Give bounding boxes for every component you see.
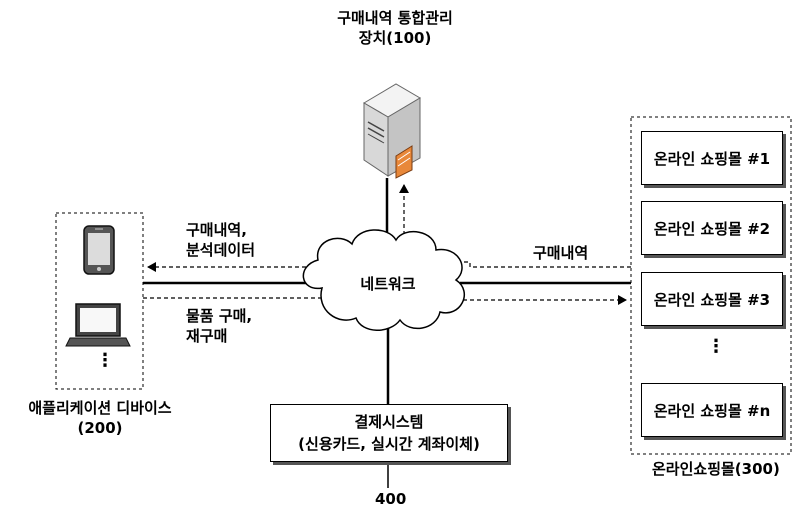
mall-box-3: 온라인 쇼핑몰 #3 <box>641 272 783 326</box>
from-device-flow-line2: 재구매 <box>186 327 228 345</box>
device-more-ellipsis: ⋮ <box>96 350 114 371</box>
from-device-flow-line1: 물품 구매, <box>186 307 253 325</box>
server-icon <box>363 83 421 179</box>
to-device-flow-label: 구매내역, 분석데이터 <box>186 220 255 260</box>
network-cloud <box>302 229 466 331</box>
mall-more-ellipsis: ⋮ <box>707 336 725 357</box>
payment-system-box: 결제시스템 (신용카드, 실시간 계좌이체) <box>270 404 508 462</box>
mall-box-2-label: 온라인 쇼핑몰 #2 <box>653 219 771 238</box>
from-device-flow-label: 물품 구매, 재구매 <box>186 306 252 346</box>
device-group-border <box>55 212 144 390</box>
device-group-label-line1: 애플리케이션 디바이스 <box>28 399 172 417</box>
mall-box-1-label: 온라인 쇼핑몰 #1 <box>653 149 771 168</box>
from-mall-flow-label: 구매내역 <box>533 244 589 262</box>
mall-box-1: 온라인 쇼핑몰 #1 <box>641 131 783 185</box>
mall-group-label: 온라인쇼핑몰(300) <box>652 460 780 478</box>
mall-box-3-label: 온라인 쇼핑몰 #3 <box>653 290 771 309</box>
laptop-icon <box>65 303 131 347</box>
server-label: 구매내역 통합관리 장치(100) <box>336 8 454 48</box>
purchase-history-from-mall-arrow <box>399 184 631 268</box>
mall-group-border <box>630 116 792 455</box>
server-label-line2: 장치(100) <box>358 29 432 47</box>
mall-box-n-label: 온라인 쇼핑몰 #n <box>653 401 771 420</box>
to-device-flow-line1: 구매내역, <box>186 221 247 239</box>
mall-box-n: 온라인 쇼핑몰 #n <box>641 383 783 437</box>
to-device-flow-line2: 분석데이터 <box>186 241 256 259</box>
mall-box-2: 온라인 쇼핑몰 #2 <box>641 201 783 255</box>
device-group-label-line2: (200) <box>77 419 123 437</box>
payment-ref-number: 400 <box>375 490 407 508</box>
server-label-line1: 구매내역 통합관리 <box>337 9 453 27</box>
device-group-label: 애플리케이션 디바이스 (200) <box>0 398 200 438</box>
smartphone-icon <box>83 225 115 275</box>
network-label: 네트워크 <box>360 275 416 293</box>
payment-system-line1: 결제시스템 <box>354 413 424 431</box>
payment-system-line2: (신용카드, 실시간 계좌이체) <box>298 435 480 453</box>
